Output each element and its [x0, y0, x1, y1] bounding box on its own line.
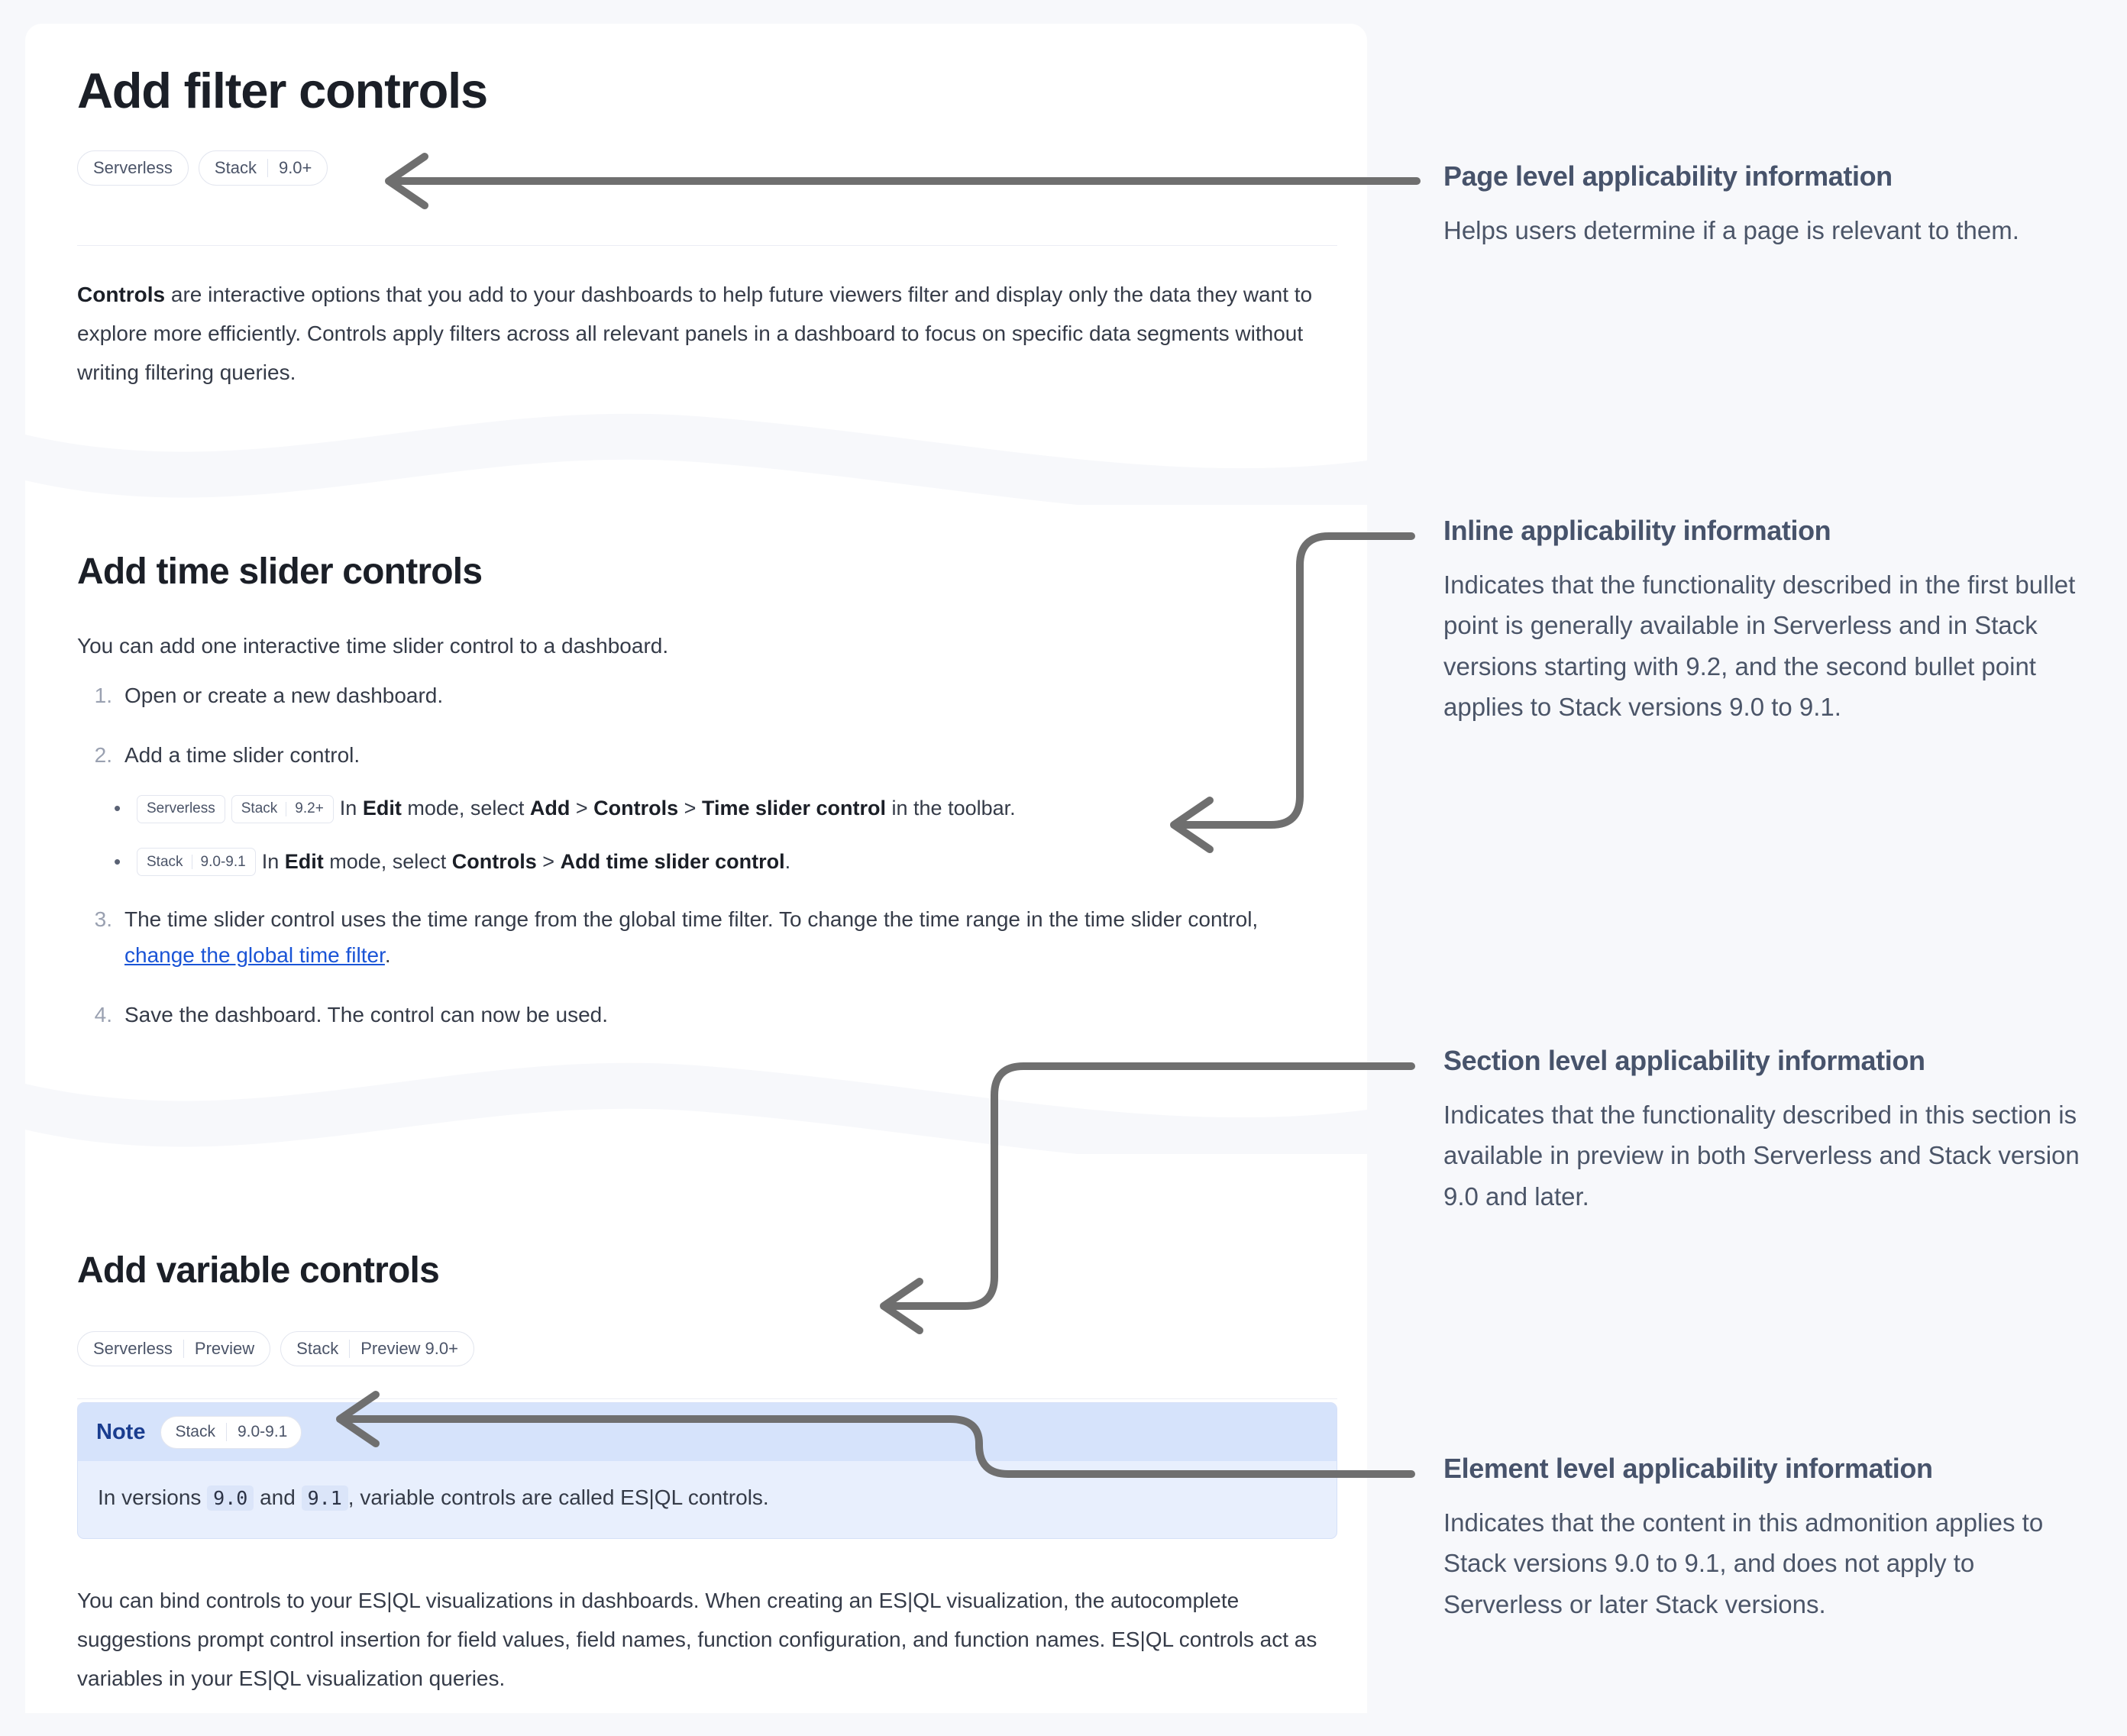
section-divider [77, 1398, 1337, 1399]
bullet-dot-icon: • [114, 797, 121, 820]
step-text: The time slider control uses the time ra… [124, 907, 1259, 968]
annotation-body: Indicates that the functionality describ… [1443, 1101, 2080, 1211]
step-text: Open or create a new dashboard. [124, 684, 444, 707]
badge-lifecycle-version: Preview 9.0+ [360, 1339, 458, 1358]
global-time-filter-link[interactable]: change the global time filter [124, 943, 385, 968]
step-text: Save the dashboard. The control can now … [124, 1003, 609, 1027]
page-applicability-badges: Serverless Stack 9.0+ [77, 150, 328, 186]
stack-badge[interactable]: Stack 9.0+ [198, 150, 328, 186]
documentation-panel: Add filter controls Serverless Stack 9.0… [25, 24, 1367, 1713]
annotation-body: Helps users determine if a page is relev… [1443, 216, 2019, 244]
badge-lifecycle: Preview [194, 1339, 255, 1358]
badge-version: 9.0+ [278, 158, 312, 177]
serverless-badge[interactable]: Serverless [77, 150, 189, 186]
annotation-title: Element level applicability information [1443, 1453, 1933, 1484]
annotation-body: Indicates that the content in this admon… [1443, 1508, 2044, 1618]
note-body: In versions 9.0 and 9.1, variable contro… [98, 1485, 769, 1511]
note-admonition: Note Stack 9.0-9.1 In versions 9.0 and 9… [77, 1402, 1337, 1539]
time-slider-steps: 1. Open or create a new dashboard. 2. Ad… [77, 677, 1330, 1056]
step-number: 2. [94, 742, 112, 767]
nested-bullet-list: • Serverless Stack 9.2+ In E [114, 793, 1330, 878]
bullet-text: In Edit mode, select Controls > Add time… [261, 850, 791, 874]
variable-controls-paragraph: You can bind controls to your ES|QL visu… [77, 1589, 1317, 1690]
badge-segment: Stack [214, 158, 257, 177]
annotation-section-level: Section level applicability information … [1443, 1043, 2093, 1217]
badge-separator [349, 1340, 351, 1358]
badge-segment: Serverless [147, 800, 215, 817]
badge-segment: Serverless [93, 158, 173, 177]
list-item: 4. Save the dashboard. The control can n… [77, 997, 1330, 1033]
section-applicability-badges: Serverless Preview Stack Preview 9.0+ [77, 1331, 474, 1366]
annotation-title: Inline applicability information [1443, 515, 1831, 546]
version-code-9-0: 9.0 [207, 1485, 254, 1511]
intro-paragraph: Controls are interactive options that yo… [77, 276, 1322, 393]
annotation-inline: Inline applicability information Indicat… [1443, 513, 2093, 728]
annotation-element-level: Element level applicability information … [1443, 1451, 2093, 1624]
bullet-text: In Edit mode, select Add > Controls > Ti… [339, 797, 1016, 820]
annotation-page-level: Page level applicability information Hel… [1443, 159, 2093, 251]
annotation-body: Indicates that the functionality describ… [1443, 571, 2076, 722]
wave-divider-1 [25, 390, 1367, 505]
bullet-content: Serverless Stack 9.2+ In Edit mode, sele… [137, 793, 1016, 825]
badge-separator [225, 1423, 227, 1441]
list-item: 2. Add a time slider control. • Serverle… [77, 737, 1330, 878]
step-number: 4. [94, 1003, 112, 1027]
list-item: • Stack 9.0-9.1 In Edit mode, select Con… [114, 846, 1330, 878]
badge-segment: Stack [175, 1423, 215, 1440]
badge-version: 9.2+ [295, 800, 324, 817]
stack-badge[interactable]: Stack 9.2+ [231, 794, 334, 823]
annotation-title: Page level applicability information [1443, 160, 1893, 192]
list-item: 3. The time slider control uses the time… [77, 901, 1330, 974]
bullet-dot-icon: • [114, 850, 121, 874]
section-title-time-slider: Add time slider controls [77, 551, 483, 592]
badge-segment: Stack [241, 800, 278, 817]
badge-version: 9.0-9.1 [200, 854, 246, 871]
time-slider-intro: You can add one interactive time slider … [77, 634, 669, 658]
stack-preview-badge[interactable]: Stack Preview 9.0+ [280, 1331, 474, 1366]
page-title: Add filter controls [77, 63, 488, 118]
stack-badge[interactable]: Stack 9.0-9.1 [160, 1415, 302, 1449]
section-title-variable-controls: Add variable controls [77, 1250, 440, 1291]
bullet-content: Stack 9.0-9.1 In Edit mode, select Contr… [137, 846, 790, 878]
serverless-preview-badge[interactable]: Serverless Preview [77, 1331, 271, 1366]
note-label: Note [96, 1419, 146, 1444]
badge-version: 9.0-9.1 [237, 1423, 288, 1440]
list-item: 1. Open or create a new dashboard. [77, 677, 1330, 714]
list-item: • Serverless Stack 9.2+ In E [114, 793, 1330, 825]
serverless-badge[interactable]: Serverless [137, 794, 225, 823]
wave-divider-2 [25, 1039, 1367, 1154]
step-number: 3. [94, 907, 112, 931]
stack-badge[interactable]: Stack 9.0-9.1 [137, 848, 256, 877]
title-divider [77, 245, 1337, 246]
badge-segment: Stack [147, 854, 183, 871]
step-number: 1. [94, 684, 112, 707]
intro-rest: are interactive options that you add to … [77, 283, 1313, 384]
annotation-title: Section level applicability information [1443, 1045, 1925, 1076]
badge-separator [267, 159, 268, 177]
badge-segment: Stack [296, 1339, 339, 1358]
badge-separator [183, 1340, 184, 1358]
step-text: Add a time slider control. [124, 742, 360, 767]
intro-lead: Controls [77, 283, 166, 306]
badge-segment: Serverless [93, 1339, 173, 1358]
version-code-9-1: 9.1 [301, 1485, 348, 1511]
note-header: Note Stack 9.0-9.1 [78, 1403, 1337, 1461]
